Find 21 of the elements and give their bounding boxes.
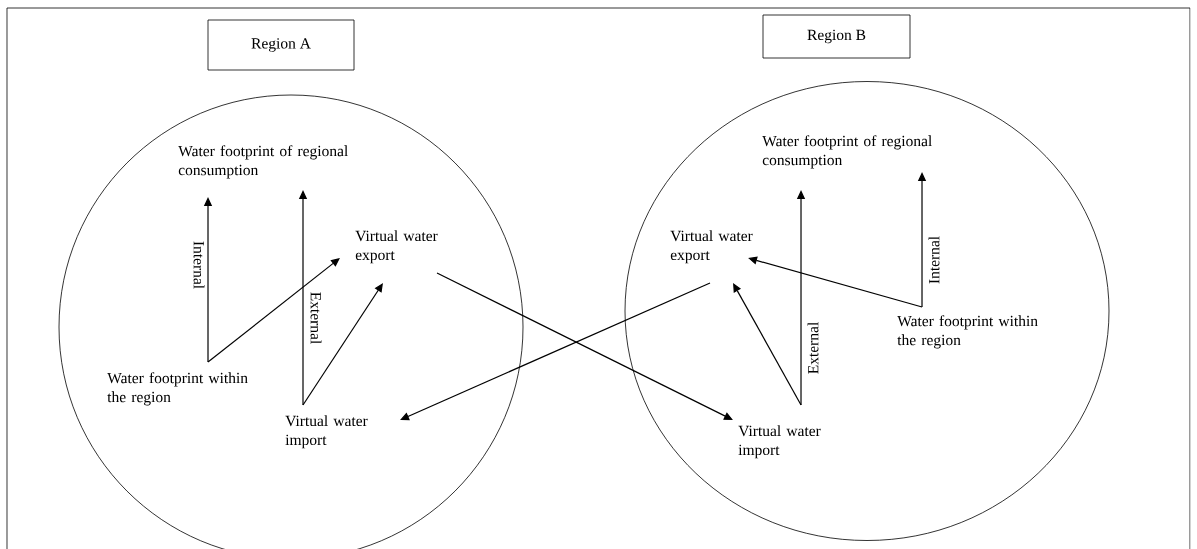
arrow — [733, 283, 802, 406]
region-circle — [624, 81, 1110, 541]
text-label: Virtual water import — [738, 425, 821, 459]
text-label: Virtual water export — [670, 230, 753, 264]
edge-label: Internal — [927, 234, 941, 286]
edge-label: External — [309, 290, 323, 346]
edge-label: External — [806, 320, 820, 376]
arrow — [302, 283, 383, 406]
region-label-box: Region A — [207, 19, 355, 71]
text-label: Water footprint within the region — [897, 315, 1038, 349]
text-label: Water footprint of regional consumption — [762, 135, 932, 169]
arrow — [400, 282, 711, 421]
text-label: Virtual water import — [285, 415, 368, 449]
text-label: Water footprint within the region — [107, 372, 248, 406]
arrow — [748, 256, 923, 308]
edge-label: Internal — [192, 239, 206, 291]
arrow — [207, 258, 340, 363]
text-label: Virtual water export — [355, 230, 438, 264]
arrow — [436, 272, 733, 420]
text-label: Water footprint of regional consumption — [178, 145, 348, 179]
region-label-box: Region B — [762, 14, 911, 59]
